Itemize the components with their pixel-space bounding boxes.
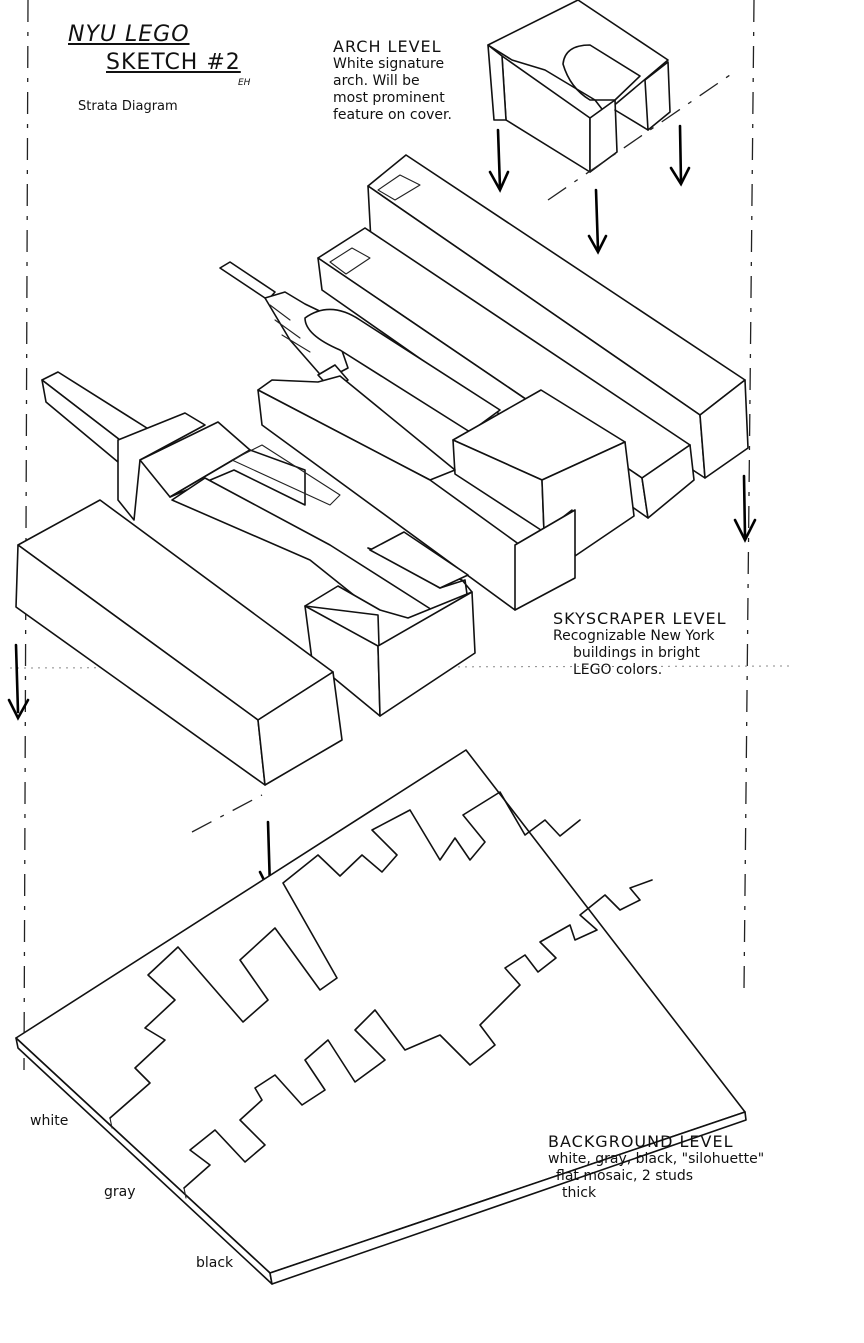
background-level-text: thick — [562, 1185, 597, 1201]
skyscraper-level-note: SKYSCRAPER LEVEL Recognizable New York b… — [553, 609, 727, 679]
right-guide-line — [743, 0, 755, 991]
down-arrow-icon — [587, 188, 608, 255]
title-line-1: NYU LEGO — [68, 22, 190, 47]
down-arrow-icon — [669, 124, 691, 187]
skyscraper-level-text: Recognizable New York — [553, 628, 715, 644]
skyscraper-cluster — [15, 154, 749, 786]
arch-level-text: arch. Will be — [333, 73, 420, 89]
diagram-subtitle: Strata Diagram — [78, 99, 178, 114]
skyscraper-level-heading: SKYSCRAPER LEVEL — [553, 609, 727, 628]
background-base-line — [191, 794, 263, 833]
background-level-note: BACKGROUND LEVEL white, gray, black, "si… — [548, 1132, 764, 1202]
left-guide-line — [23, 0, 29, 1071]
down-arrow-icon — [733, 474, 757, 543]
author-initials: EH — [238, 78, 251, 88]
arch-level-text: White signature — [333, 56, 445, 72]
skyscraper-level-text: buildings in bright — [573, 645, 700, 661]
down-arrow-icon — [7, 643, 30, 721]
arch-level-text: most prominent — [333, 90, 445, 106]
title-line-2: SKETCH #2 — [106, 50, 241, 75]
arch-block — [487, 0, 671, 173]
skyscraper-level-text: LEGO colors. — [573, 662, 663, 678]
layer-label-gray: gray — [104, 1184, 136, 1200]
arch-level-note: ARCH LEVEL White signature arch. Will be… — [333, 37, 452, 124]
background-level-heading: BACKGROUND LEVEL — [548, 1132, 734, 1151]
layer-label-black: black — [196, 1255, 234, 1271]
arch-level-text: feature on cover. — [333, 107, 452, 123]
down-arrow-icon — [488, 128, 510, 193]
background-mosaic-plate — [15, 749, 747, 1285]
background-level-text: white, gray, black, "silohuette" — [548, 1151, 765, 1167]
arch-level-heading: ARCH LEVEL — [333, 37, 442, 56]
background-level-text: flat mosaic, 2 studs — [556, 1168, 694, 1184]
arch-base-line — [547, 74, 731, 201]
layer-label-white: white — [30, 1113, 69, 1129]
